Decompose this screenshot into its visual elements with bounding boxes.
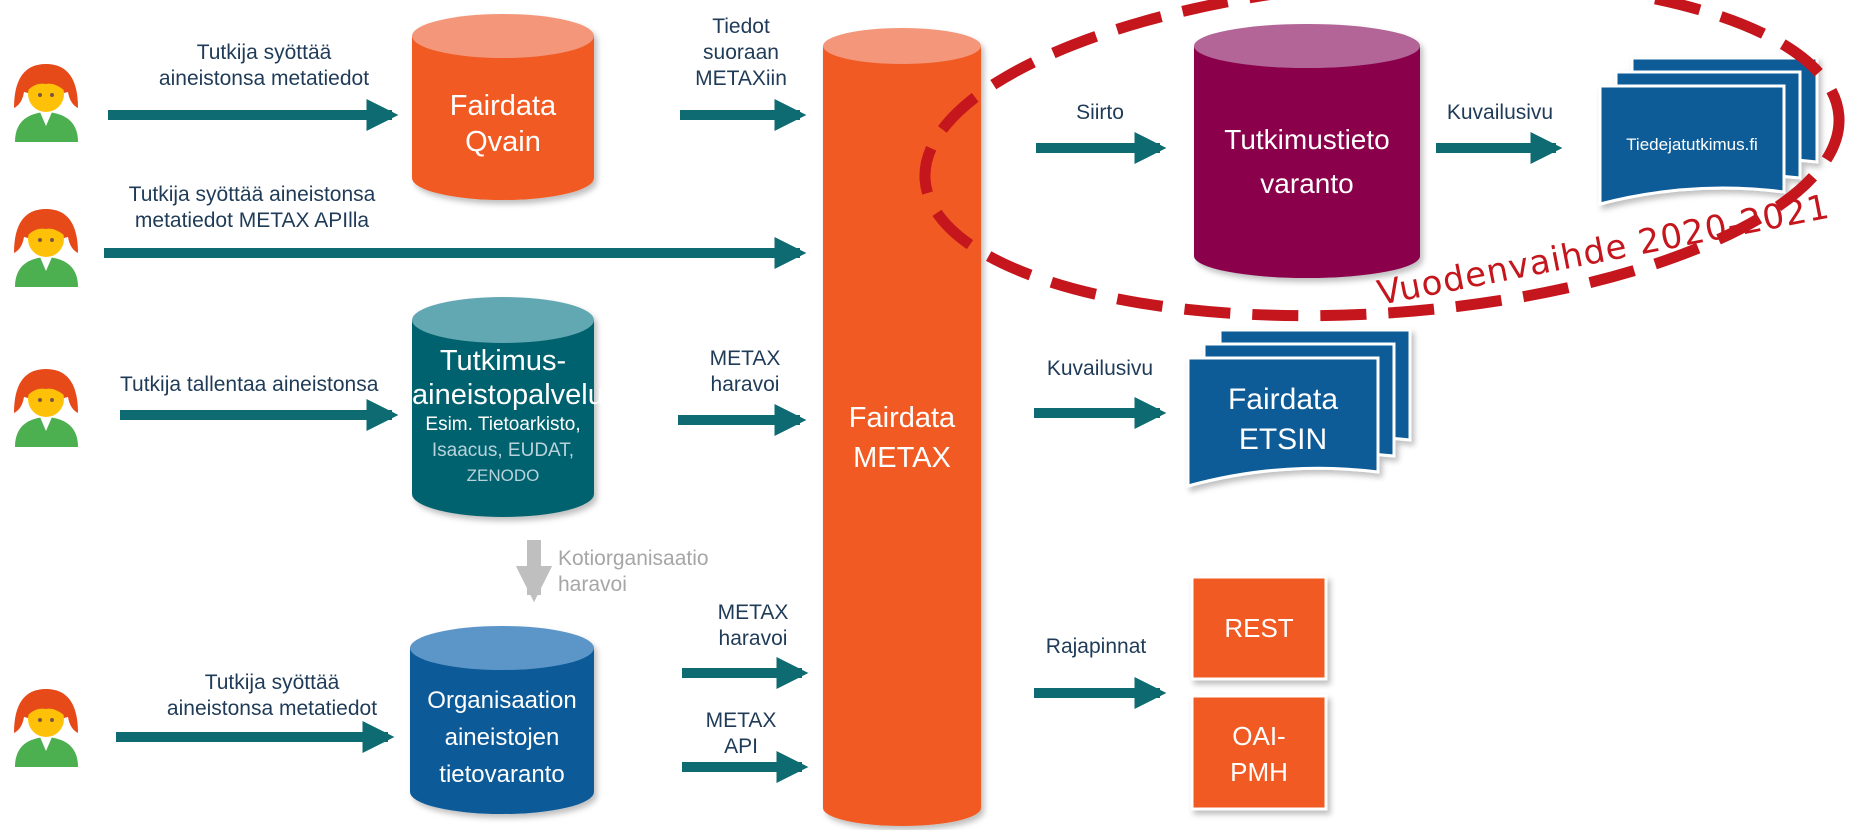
label-home-org-harvest: Kotiorganisaatio haravoi xyxy=(558,547,709,596)
metax-cylinder xyxy=(823,28,981,826)
research-repository-cylinder xyxy=(1194,24,1420,278)
etsin-label: Fairdata ETSIN xyxy=(1227,383,1339,456)
label-user4: Tutkija syöttää aineistonsa metatiedot xyxy=(166,671,378,720)
label-user1: Tutkija syöttää aineistonsa metatiedot xyxy=(158,41,370,90)
repository-label: Tutkimus- aineistopalvelu Esim. Tietoark… xyxy=(412,345,604,485)
label-org-harvest: METAX haravoi xyxy=(717,601,789,650)
rest-box xyxy=(1190,575,1328,681)
label-user3: Tutkija tallentaa aineistonsa xyxy=(120,373,379,396)
label-repository-to-metax: METAX haravoi xyxy=(709,347,781,396)
etsin-documents xyxy=(1186,328,1412,488)
label-rajapinnat: Rajapinnat xyxy=(1045,635,1147,658)
org-repository-cylinder xyxy=(410,626,594,814)
dashed-ellipse-highlight xyxy=(919,0,1845,322)
label-org-api: METAX API xyxy=(705,709,777,758)
oai-pmh-box xyxy=(1190,694,1328,811)
person-icon xyxy=(14,209,78,287)
label-kuvailusivu-etsin: Kuvailusivu xyxy=(1046,357,1154,380)
label-siirto: Siirto xyxy=(1076,101,1124,124)
label-user2: Tutkija syöttää aineistonsa metatiedot M… xyxy=(128,183,376,232)
person-icons xyxy=(14,64,78,767)
person-icon xyxy=(14,689,78,767)
oai-pmh-label: OAI- PMH xyxy=(1230,721,1288,787)
tiedejatutkimus-label: Tiedejatutkimus.fi xyxy=(1626,135,1758,154)
person-icon xyxy=(14,369,78,447)
label-qvain-to-metax: Tiedot suoraan METAXiin xyxy=(695,15,787,90)
metax-label: Fairdata METAX xyxy=(848,402,956,474)
annotation-text: Vuodenvaihde 2020-2021 xyxy=(1374,187,1833,314)
repository-cylinder xyxy=(412,297,594,517)
org-repository-label: Organisaation aineistojen tietovaranto xyxy=(427,687,577,788)
person-icon xyxy=(14,64,78,142)
rest-label: REST xyxy=(1224,613,1294,643)
label-kuvailusivu-top: Kuvailusivu xyxy=(1446,101,1554,124)
qvain-label: Fairdata Qvain xyxy=(449,90,557,159)
arrows xyxy=(104,98,1563,784)
research-repository-label: Tutkimustieto varanto xyxy=(1224,124,1390,199)
qvain-cylinder xyxy=(412,14,594,200)
tiedejatutkimus-documents xyxy=(1598,56,1819,206)
